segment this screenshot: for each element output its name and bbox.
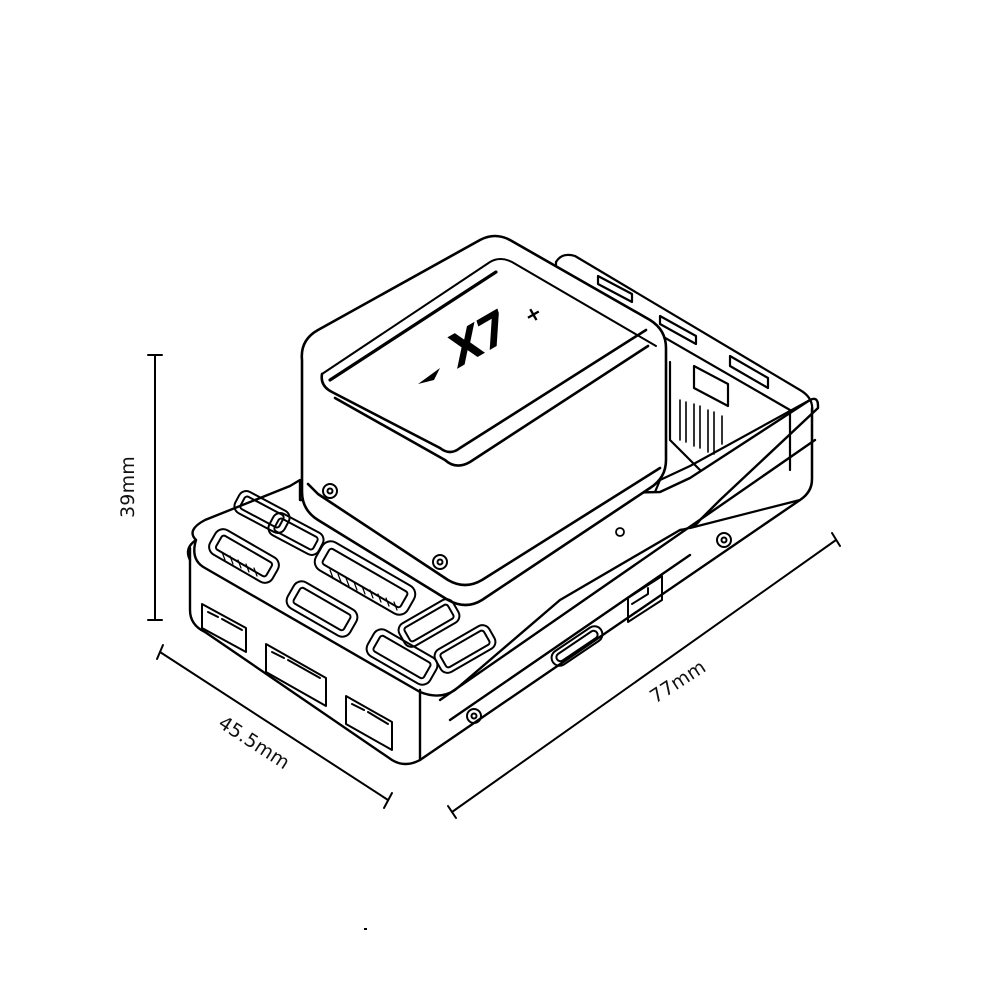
usb-c-port xyxy=(550,625,604,667)
side-ports xyxy=(550,532,732,667)
connector-1 xyxy=(233,490,291,534)
front-screw xyxy=(466,708,482,724)
connector-4 xyxy=(313,540,417,616)
connector-6 xyxy=(397,598,461,648)
usb-port-3 xyxy=(345,695,393,751)
width-dimension-line xyxy=(156,644,393,809)
top-module xyxy=(300,234,668,607)
header-pins xyxy=(679,399,723,455)
usb-port-1 xyxy=(201,603,247,653)
module-screw-2 xyxy=(432,554,448,570)
module-screw-1 xyxy=(322,483,338,499)
front-ports xyxy=(201,603,482,751)
height-dimension-line xyxy=(147,354,163,621)
connector-8 xyxy=(365,628,439,686)
module-indicator-hole xyxy=(615,527,625,537)
height-dimension-label: 39mm xyxy=(117,456,139,518)
sd-slot xyxy=(627,575,663,623)
usb-port-2 xyxy=(265,643,327,707)
connector-5 xyxy=(285,580,359,638)
logo-arrow-icon xyxy=(418,368,440,384)
board-connectors xyxy=(208,490,497,686)
length-dimension-line xyxy=(447,532,841,819)
connector-3 xyxy=(208,528,280,584)
stray-dot xyxy=(364,928,367,930)
side-screw xyxy=(716,532,732,548)
